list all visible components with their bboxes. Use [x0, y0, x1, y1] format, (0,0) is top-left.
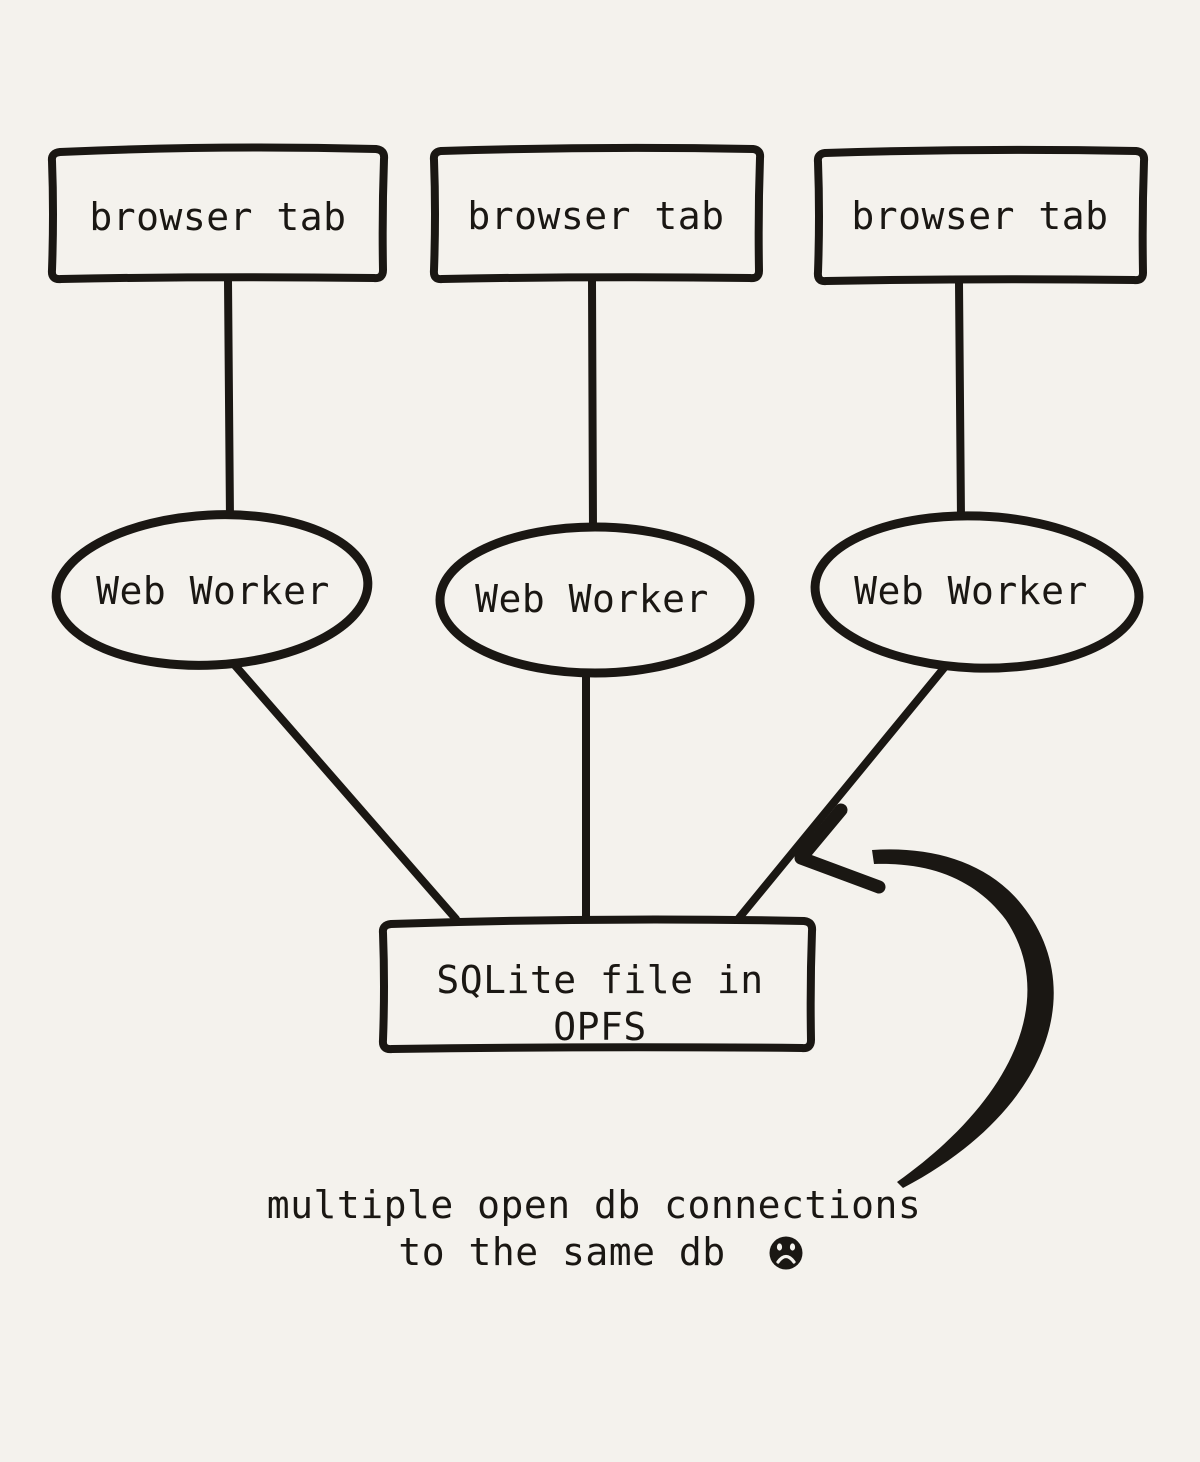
sqlite-file-node: SQLite file in OPFS: [378, 915, 817, 1054]
sad-face-circle: [769, 1236, 803, 1270]
connector-worker3-sqlite: [735, 664, 948, 922]
caption-line2: to the same db: [398, 1230, 725, 1274]
web-worker-label-2: Web Worker: [475, 577, 709, 621]
sad-face-icon: [769, 1236, 803, 1270]
caption: multiple open db connections to the same…: [267, 1183, 922, 1274]
web-worker-label-3: Web Worker: [854, 569, 1088, 613]
browser-tab-label-2: browser tab: [467, 194, 724, 238]
sqlite-file-label-line1: SQLite file in: [436, 958, 763, 1002]
connector-tab2-worker2: [588, 277, 597, 536]
web-worker-node-2: Web Worker: [435, 522, 755, 678]
web-worker-ellipse-1: [51, 510, 373, 670]
browser-tab-box-2: [429, 143, 765, 284]
sad-face-left-eye: [776, 1243, 783, 1251]
web-worker-node-3: Web Worker: [810, 511, 1144, 673]
sad-face-right-eye: [789, 1243, 796, 1251]
sqlite-file-label-line2: OPFS: [553, 1005, 647, 1049]
browser-tab-node-1: browser tab: [47, 143, 389, 284]
connector-worker1-sqlite: [228, 658, 460, 923]
browser-tab-box-1: [47, 143, 389, 284]
browser-tab-node-3: browser tab: [813, 145, 1149, 286]
web-worker-ellipse-2: [435, 522, 755, 678]
web-worker-node-1: Web Worker: [51, 510, 373, 670]
browser-tab-box-3: [813, 145, 1149, 286]
connector-tab3-worker3: [955, 279, 965, 523]
sad-face-mouth: [776, 1254, 796, 1264]
browser-tab-label-1: browser tab: [89, 195, 346, 239]
web-worker-ellipse-3: [810, 511, 1144, 673]
curved-arrow-body: [872, 849, 1054, 1188]
caption-line1: multiple open db connections: [267, 1183, 922, 1227]
curved-arrow: [794, 803, 1054, 1188]
sqlite-file-box: [378, 915, 817, 1054]
web-worker-label-1: Web Worker: [96, 569, 330, 613]
browser-tab-label-3: browser tab: [851, 194, 1108, 238]
curved-arrow-head: [794, 803, 886, 894]
browser-tab-node-2: browser tab: [429, 143, 765, 284]
connector-tab1-worker1: [224, 277, 234, 524]
